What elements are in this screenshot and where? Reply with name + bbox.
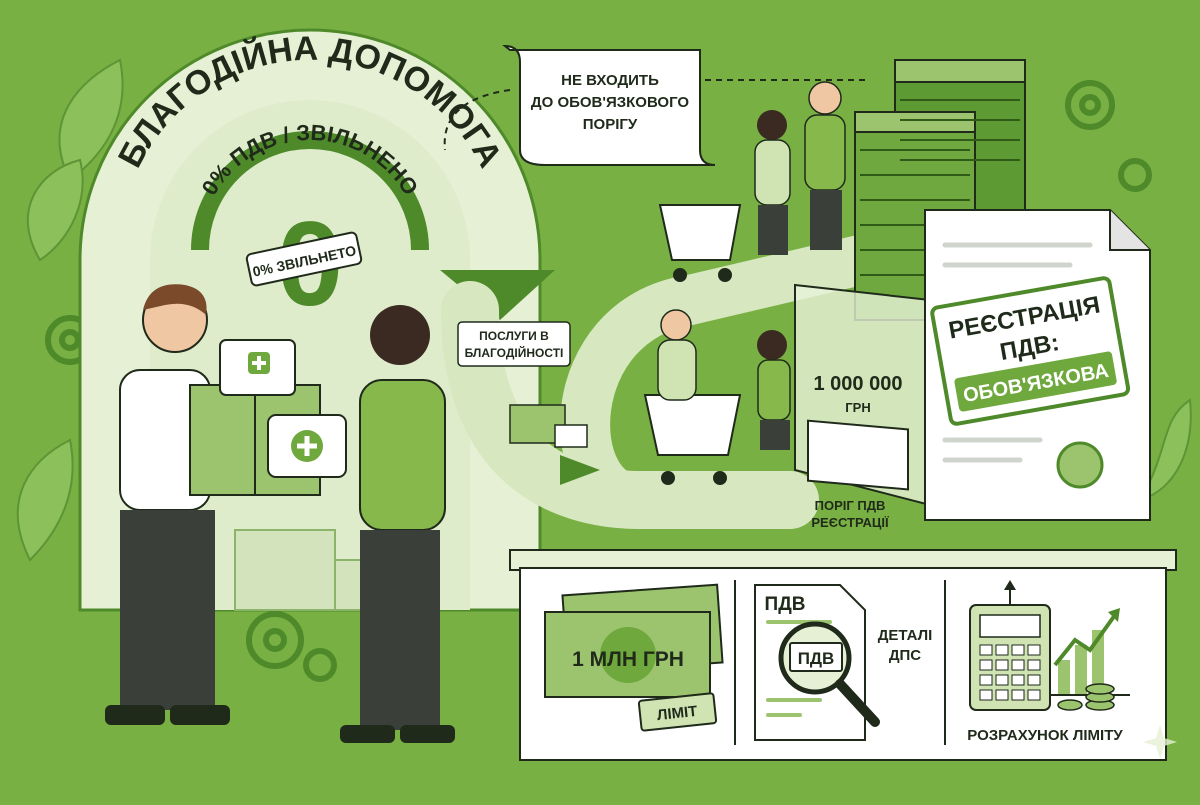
threshold-sign: 1 000 000 ГРН <box>794 283 931 507</box>
limit-amount: 1 МЛН ГРН <box>572 648 684 671</box>
flow-boxes <box>509 404 588 448</box>
services-line-1: ПОСЛУГИ В <box>479 329 549 343</box>
services-label: ПОСЛУГИ В БЛАГОДІЙНОСТІ <box>457 321 571 367</box>
tax-details-line-1: ДЕТАЛІ <box>878 627 933 644</box>
threshold-label-line-2: РЕЄСТРАЦІЇ <box>811 515 889 530</box>
callout-line-1: НЕ ВХОДИТЬ <box>561 72 659 89</box>
registration-document: РЕЄСТРАЦІЯ ПДВ: ОБОВ'ЯЗКОВА <box>924 209 1151 521</box>
services-line-2: БЛАГОДІЙНОСТІ <box>465 345 564 360</box>
shopper-figures <box>657 81 846 450</box>
man-figure <box>105 284 230 725</box>
limit-banknote: 1 МЛН ГРН ЛІМІТ <box>544 583 724 732</box>
leaf-decoration-left <box>16 58 1192 562</box>
callout-line-2: ДО ОБОВ'ЯЗКОВОГО <box>531 94 689 111</box>
limit-tag: ЛІМІТ <box>656 703 698 724</box>
aid-boxes <box>189 339 347 496</box>
magnifier-icon: ПДВ <box>778 621 880 727</box>
tax-details-line-2: ДПС <box>889 647 921 664</box>
callout-line-3: ПОРІГУ <box>583 116 638 133</box>
threshold-currency: ГРН <box>845 400 870 415</box>
vat-heading: ПДВ <box>765 594 806 615</box>
calculator-icon <box>969 580 1051 711</box>
growth-chart-icon <box>1050 608 1130 711</box>
calc-caption: РОЗРАХУНОК ЛІМІТУ <box>967 727 1123 744</box>
shopping-cart-icon <box>643 204 742 485</box>
threshold-label-line-1: ПОРІГ ПДВ <box>815 498 886 513</box>
vat-magnifier-label: ПДВ <box>798 649 835 668</box>
woman-figure <box>340 305 455 743</box>
sparkle-icon <box>1143 725 1177 759</box>
threshold-amount: 1 000 000 <box>814 373 903 395</box>
callout-scroll: НЕ ВХОДИТЬ ДО ОБОВ'ЯЗКОВОГО ПОРІГУ <box>443 44 870 166</box>
gear-icon <box>45 80 1152 682</box>
